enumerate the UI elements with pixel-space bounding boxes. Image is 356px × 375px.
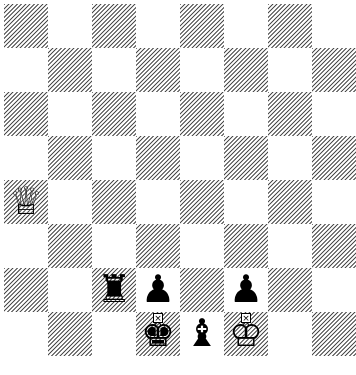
black-pawn-icon[interactable]: ♟	[136, 268, 180, 312]
square-a3[interactable]	[4, 224, 48, 268]
square-c6[interactable]	[92, 92, 136, 136]
black-pawn-icon[interactable]: ♟	[224, 268, 268, 312]
square-c7[interactable]	[92, 48, 136, 92]
square-e6[interactable]	[180, 92, 224, 136]
square-e4[interactable]	[180, 180, 224, 224]
square-g5[interactable]	[268, 136, 312, 180]
square-d4[interactable]	[136, 180, 180, 224]
square-d7[interactable]	[136, 48, 180, 92]
square-g2[interactable]	[268, 268, 312, 312]
square-c1[interactable]	[92, 312, 136, 356]
square-g6[interactable]	[268, 92, 312, 136]
square-c3[interactable]	[92, 224, 136, 268]
square-b2[interactable]	[48, 268, 92, 312]
white-queen-icon[interactable]: ♕	[4, 180, 48, 224]
square-d5[interactable]	[136, 136, 180, 180]
square-b6[interactable]	[48, 92, 92, 136]
square-g8[interactable]	[268, 4, 312, 48]
square-h5[interactable]	[312, 136, 356, 180]
square-h8[interactable]	[312, 4, 356, 48]
square-d1[interactable]: ♚×	[136, 312, 180, 356]
square-f7[interactable]	[224, 48, 268, 92]
square-d2[interactable]: ♟	[136, 268, 180, 312]
square-b5[interactable]	[48, 136, 92, 180]
square-b4[interactable]	[48, 180, 92, 224]
square-a5[interactable]	[4, 136, 48, 180]
square-f3[interactable]	[224, 224, 268, 268]
square-f5[interactable]	[224, 136, 268, 180]
square-a1[interactable]	[4, 312, 48, 356]
square-g3[interactable]	[268, 224, 312, 268]
square-c4[interactable]	[92, 180, 136, 224]
square-f4[interactable]	[224, 180, 268, 224]
square-f6[interactable]	[224, 92, 268, 136]
square-f2[interactable]: ♟	[224, 268, 268, 312]
square-g7[interactable]	[268, 48, 312, 92]
square-d3[interactable]	[136, 224, 180, 268]
square-e1[interactable]: ♝	[180, 312, 224, 356]
square-c5[interactable]	[92, 136, 136, 180]
square-d8[interactable]	[136, 4, 180, 48]
square-b3[interactable]	[48, 224, 92, 268]
square-b7[interactable]	[48, 48, 92, 92]
square-e2[interactable]	[180, 268, 224, 312]
square-f1[interactable]: ♔×	[224, 312, 268, 356]
square-h3[interactable]	[312, 224, 356, 268]
square-e3[interactable]	[180, 224, 224, 268]
square-c2[interactable]: ♜	[92, 268, 136, 312]
square-g4[interactable]	[268, 180, 312, 224]
square-a2[interactable]	[4, 268, 48, 312]
cross-marker-icon: ×	[241, 313, 251, 323]
square-h7[interactable]	[312, 48, 356, 92]
square-e8[interactable]	[180, 4, 224, 48]
square-g1[interactable]	[268, 312, 312, 356]
square-a7[interactable]	[4, 48, 48, 92]
square-d6[interactable]	[136, 92, 180, 136]
square-b8[interactable]	[48, 4, 92, 48]
square-a4[interactable]: ♕	[4, 180, 48, 224]
square-e5[interactable]	[180, 136, 224, 180]
square-h6[interactable]	[312, 92, 356, 136]
square-h1[interactable]	[312, 312, 356, 356]
square-e7[interactable]	[180, 48, 224, 92]
cross-marker-icon: ×	[153, 313, 163, 323]
square-f8[interactable]	[224, 4, 268, 48]
square-c8[interactable]	[92, 4, 136, 48]
square-a6[interactable]	[4, 92, 48, 136]
black-rook-icon[interactable]: ♜	[92, 268, 136, 312]
square-a8[interactable]	[4, 4, 48, 48]
square-b1[interactable]	[48, 312, 92, 356]
chess-board: ♕♜♟♟♚×♝♔×	[4, 4, 356, 375]
square-h4[interactable]	[312, 180, 356, 224]
square-h2[interactable]	[312, 268, 356, 312]
black-bishop-icon[interactable]: ♝	[180, 312, 224, 356]
